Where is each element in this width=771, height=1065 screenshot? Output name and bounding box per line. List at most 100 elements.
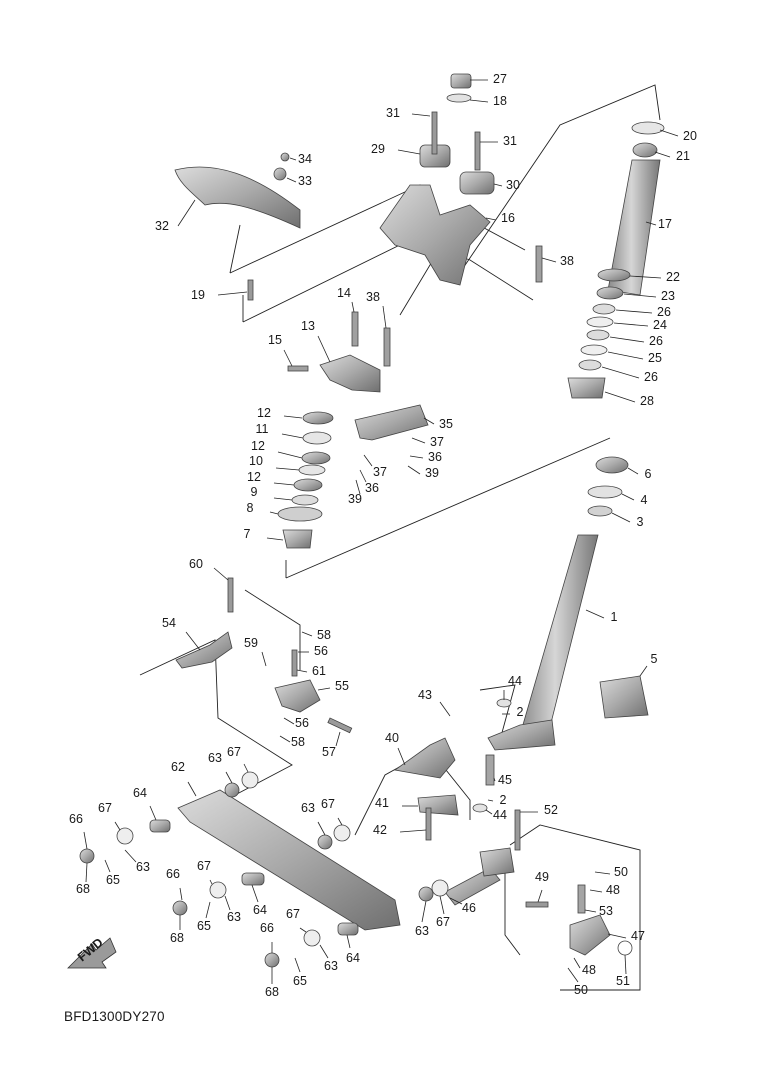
callout-label-63: 63 [415, 924, 429, 938]
shaft-arm-1 [487, 719, 556, 751]
ring-26a [592, 303, 616, 315]
bolt-15 [287, 365, 309, 372]
washer-67d [241, 771, 259, 789]
callout-label-42: 42 [373, 823, 387, 837]
leader-line [573, 957, 581, 969]
seal-63b [317, 834, 333, 850]
leader-line [149, 805, 157, 821]
callout-label-38: 38 [366, 290, 380, 304]
leader-line [275, 467, 300, 471]
seal-63a [224, 782, 240, 798]
leader-line [639, 665, 648, 677]
leader-line [541, 257, 557, 263]
leader-line [335, 731, 341, 747]
ring-23 [596, 286, 624, 300]
callout-label-44: 44 [508, 674, 522, 688]
arm-47 [569, 914, 611, 956]
callout-label-39: 39 [425, 466, 439, 480]
leader-line [615, 309, 653, 314]
leader-line [209, 879, 213, 885]
leader-line [179, 887, 183, 901]
bearing-6 [595, 456, 629, 474]
washer-67f [431, 879, 449, 897]
callout-label-16: 16 [501, 211, 515, 225]
callout-label-63: 63 [208, 751, 222, 765]
leader-line [624, 954, 627, 975]
callout-label-64: 64 [346, 951, 360, 965]
callout-label-51: 51 [616, 974, 630, 988]
leader-line [589, 889, 603, 893]
callout-label-3: 3 [637, 515, 644, 529]
leader-line [627, 467, 639, 475]
ring-22 [597, 268, 631, 282]
callout-label-5: 5 [651, 652, 658, 666]
leader-line [279, 735, 291, 743]
leader-line [363, 454, 373, 467]
leader-line [273, 482, 295, 486]
callout-label-66: 66 [69, 812, 83, 826]
leader-line [399, 829, 427, 833]
bolt-31a [431, 111, 438, 155]
leader-line [485, 809, 493, 815]
pin-14 [351, 311, 359, 347]
washer-44b [472, 803, 488, 813]
callout-label-68: 68 [170, 931, 184, 945]
callout-label-19: 19 [191, 288, 205, 302]
shaft-1 [519, 534, 599, 736]
callout-label-8: 8 [247, 501, 254, 515]
callout-label-17: 17 [658, 217, 672, 231]
callout-label-56: 56 [314, 644, 328, 658]
callout-label-2: 2 [500, 793, 507, 807]
leader-line [225, 771, 233, 784]
bolt-31b [474, 131, 481, 171]
assembly-frames [139, 84, 661, 991]
leader-line [659, 129, 679, 137]
leader-line [261, 651, 267, 667]
callout-label-65: 65 [293, 974, 307, 988]
seal-63c [418, 886, 434, 902]
callout-label-23: 23 [661, 289, 675, 303]
callout-label-52: 52 [544, 803, 558, 817]
callout-label-65: 65 [106, 873, 120, 887]
callout-label-57: 57 [322, 745, 336, 759]
callout-label-63: 63 [136, 860, 150, 874]
leader-line [355, 479, 361, 495]
callout-label-67: 67 [98, 801, 112, 815]
ring-10 [298, 464, 326, 476]
cover-32 [174, 166, 301, 229]
leader-line [317, 335, 331, 363]
leader-line [485, 217, 497, 221]
leader-line [382, 305, 387, 329]
callout-label-64: 64 [253, 903, 267, 917]
ring-9 [291, 494, 319, 506]
pin-45 [485, 754, 495, 786]
leader-line [104, 859, 111, 873]
upper-bracket-16 [379, 184, 491, 286]
callout-label-32: 32 [155, 219, 169, 233]
leader-line [493, 183, 503, 187]
rod-46 [444, 867, 501, 906]
leader-line [421, 900, 427, 923]
callout-label-35: 35 [439, 417, 453, 431]
leader-line [609, 336, 645, 343]
leader-line [286, 177, 297, 183]
ring-11 [302, 431, 332, 445]
ring-12b [301, 451, 331, 465]
leader-line [185, 631, 201, 651]
bolt-38a [535, 245, 543, 283]
leader-line [296, 669, 308, 673]
callout-label-27: 27 [493, 72, 507, 86]
leader-line [407, 465, 421, 475]
leader-line [177, 199, 196, 227]
callout-label-36: 36 [428, 450, 442, 464]
callout-label-56: 56 [295, 716, 309, 730]
leader-line [584, 909, 597, 913]
callout-label-63: 63 [227, 910, 241, 924]
clip-51 [617, 940, 633, 956]
diagram-code: BFD1300DY270 [64, 1009, 165, 1024]
arm-55 [274, 679, 321, 713]
callout-label-20: 20 [683, 129, 697, 143]
callout-label-60: 60 [189, 557, 203, 571]
leader-line [205, 901, 211, 919]
